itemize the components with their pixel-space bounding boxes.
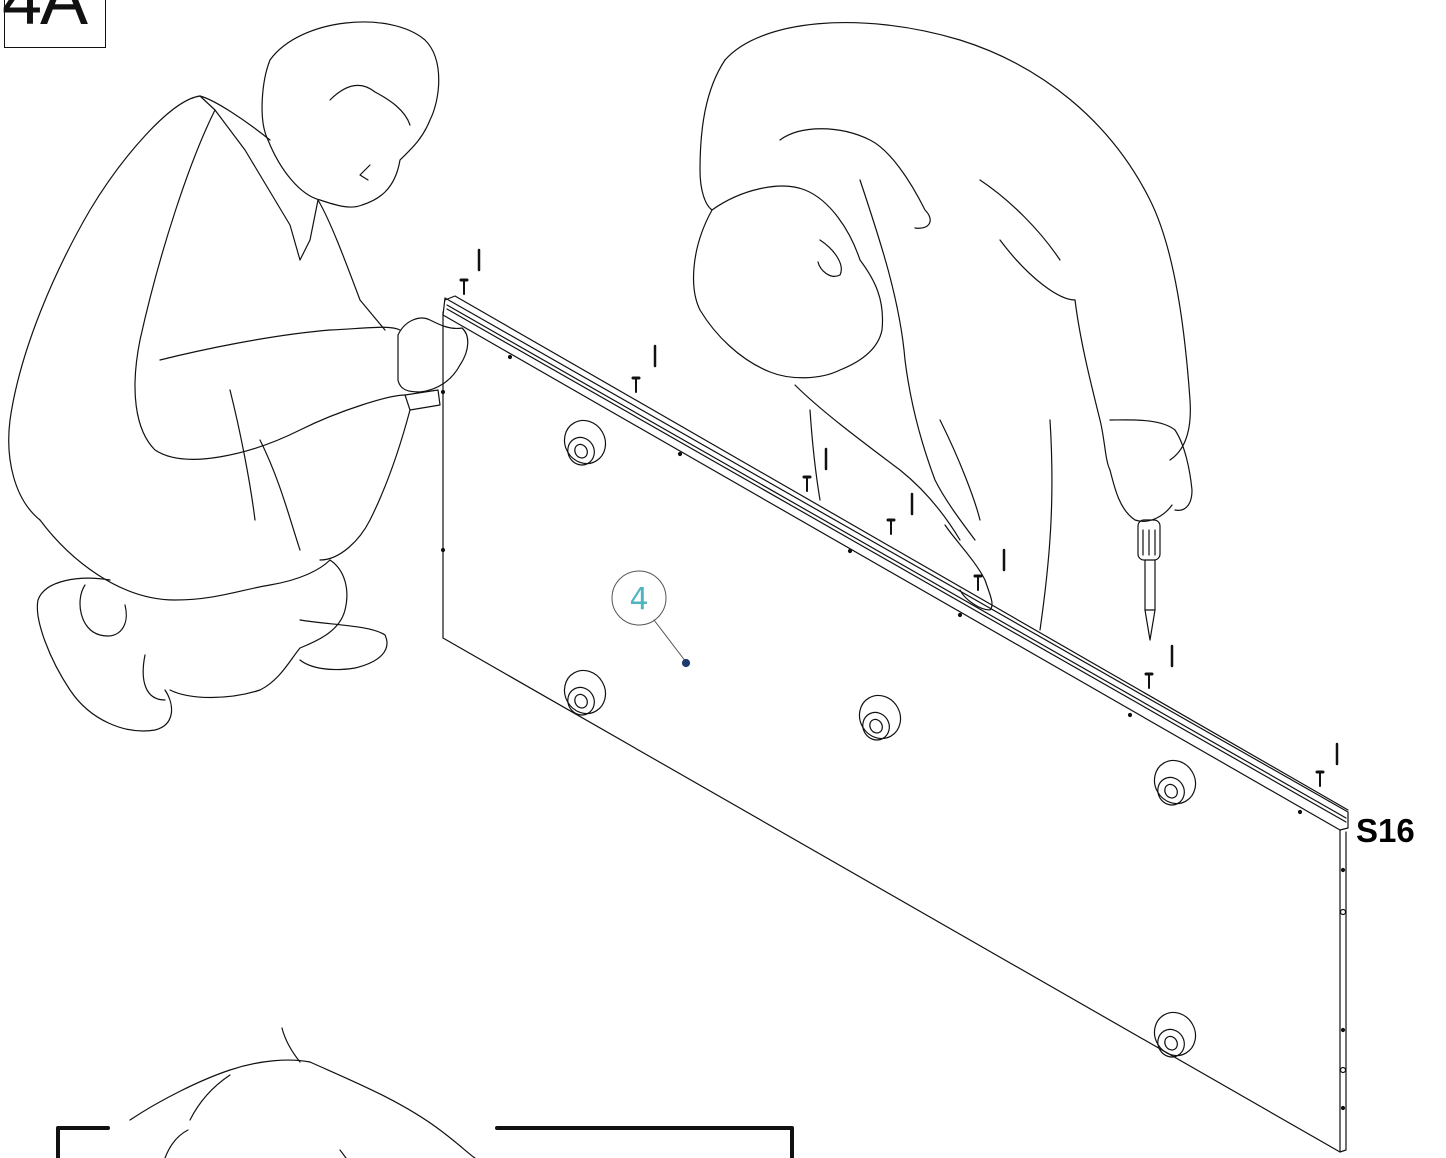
screw-icon	[804, 477, 810, 491]
screw-icon	[1317, 772, 1323, 786]
screw-icon	[888, 520, 894, 534]
screw-icon	[633, 378, 639, 392]
screw-icon	[975, 576, 981, 590]
panel-bumper	[1147, 1005, 1204, 1063]
panel-bumper	[852, 688, 909, 746]
back-panel	[442, 296, 1349, 1152]
standing-person-figure	[694, 23, 1192, 640]
next-step-frame	[58, 1028, 792, 1158]
screw-icon	[1146, 674, 1152, 688]
step-number: 4A	[2, 0, 86, 36]
panel-bumper	[557, 663, 614, 721]
panel-bumper	[1147, 753, 1204, 811]
kneeling-person-figure	[9, 22, 468, 731]
fastener-code-label: S16	[1356, 812, 1415, 850]
screw-icon	[461, 280, 467, 294]
part-callout-number: 4	[612, 572, 666, 626]
panel-bumper	[557, 413, 614, 471]
